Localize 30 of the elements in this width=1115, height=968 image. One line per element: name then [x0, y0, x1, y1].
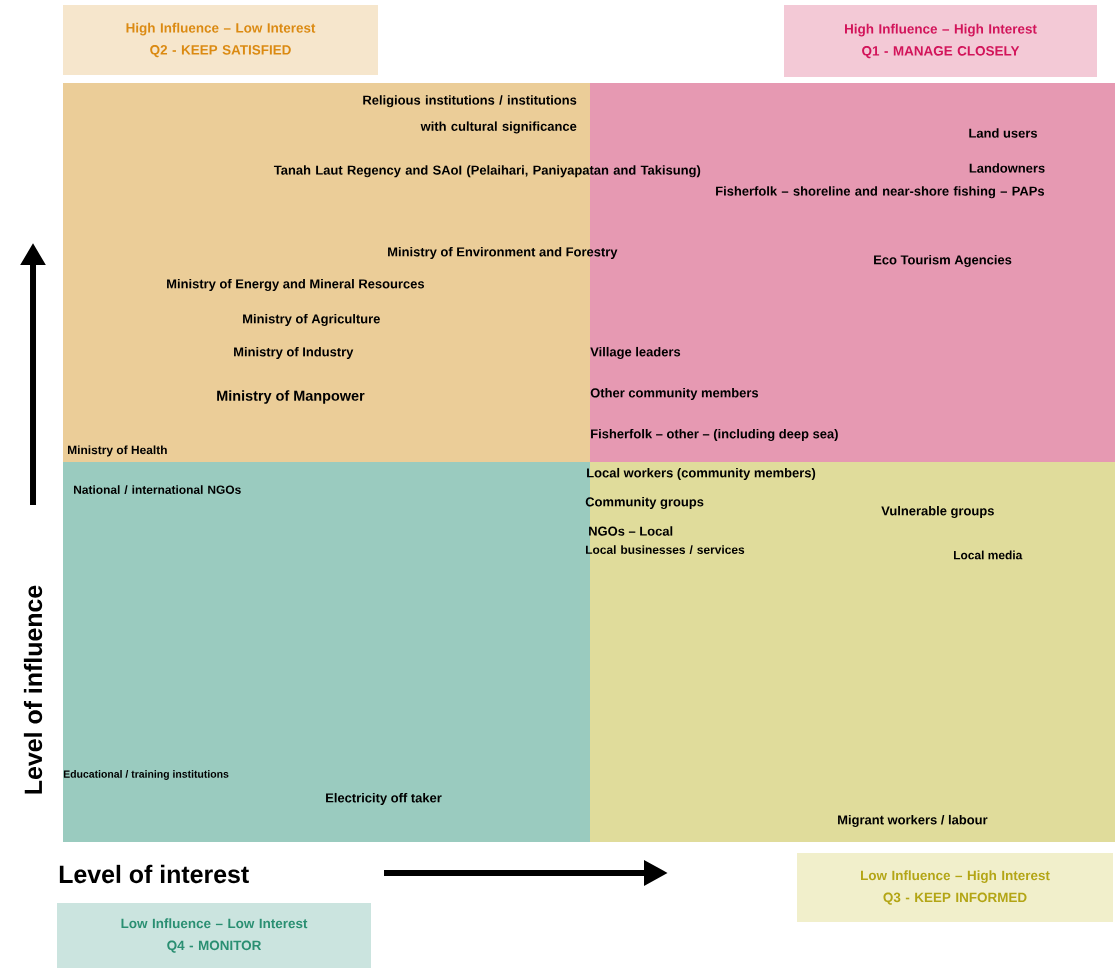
- stakeholder-label: Village leaders: [590, 346, 681, 360]
- stakeholder-label: Ministry of Environment and Forestry: [388, 246, 618, 259]
- stakeholder-label: Educational / training institutions: [63, 770, 229, 780]
- stakeholder-label: Religious institutions / institutions with cultural significance: [363, 95, 577, 134]
- stakeholder-label: Ministry of Industry: [234, 346, 354, 359]
- stakeholder-label: Local workers (community members): [587, 467, 816, 480]
- quadrant-heading-box: Low Influence – High Interest Q3 - KEEP INFORMED: [797, 853, 1113, 922]
- stakeholder-label: Tanah Laut Regency and SAoI (Pelaihari, Paniyapatan and Takisung): [273, 165, 701, 178]
- stakeholder-label: Landowners: [969, 163, 1045, 173]
- stakeholder-label: National / international NGOs: [74, 485, 241, 495]
- stakeholder-label: Migrant workers / labour: [838, 814, 988, 828]
- axis-label: Level of interest: [59, 864, 249, 884]
- quadrant-heading-box: Low Influence – Low Interest Q4 - MONITOR: [57, 903, 371, 968]
- stakeholder-label: Eco Tourism Agencies: [874, 254, 1012, 268]
- stakeholder-label: Ministry of Energy and Mineral Resources: [167, 278, 425, 292]
- stakeholder-label: Ministry of Manpower: [217, 390, 365, 404]
- stakeholder-label: Other community members: [590, 387, 759, 400]
- stakeholder-label: Local media: [954, 550, 1023, 560]
- stakeholder-label: Vulnerable groups: [881, 505, 994, 519]
- stakeholder-label: Fisherfolk – shoreline and near-shore fishing – PAPs: [716, 186, 1045, 199]
- quadrant-heading-box: High Influence – Low Interest Q2 - KEEP SATISFIED: [63, 5, 378, 75]
- stakeholder-label: Fisherfolk – other – (including deep sea): [591, 428, 838, 442]
- quadrant-heading-box: High Influence – High Interest Q1 - MANAGE CLOSELY: [784, 5, 1097, 77]
- stakeholder-label: Ministry of Health: [68, 445, 167, 457]
- stakeholder-label: NGOs – Local: [589, 526, 673, 536]
- stakeholder-label: Electricity off taker: [326, 792, 442, 805]
- stakeholder-label: Ministry of Agriculture: [243, 313, 380, 327]
- stakeholder-label: Land users: [969, 128, 1037, 138]
- stakeholder-label: Community groups: [585, 496, 704, 510]
- stakeholder-label: Local businesses / services: [586, 545, 745, 555]
